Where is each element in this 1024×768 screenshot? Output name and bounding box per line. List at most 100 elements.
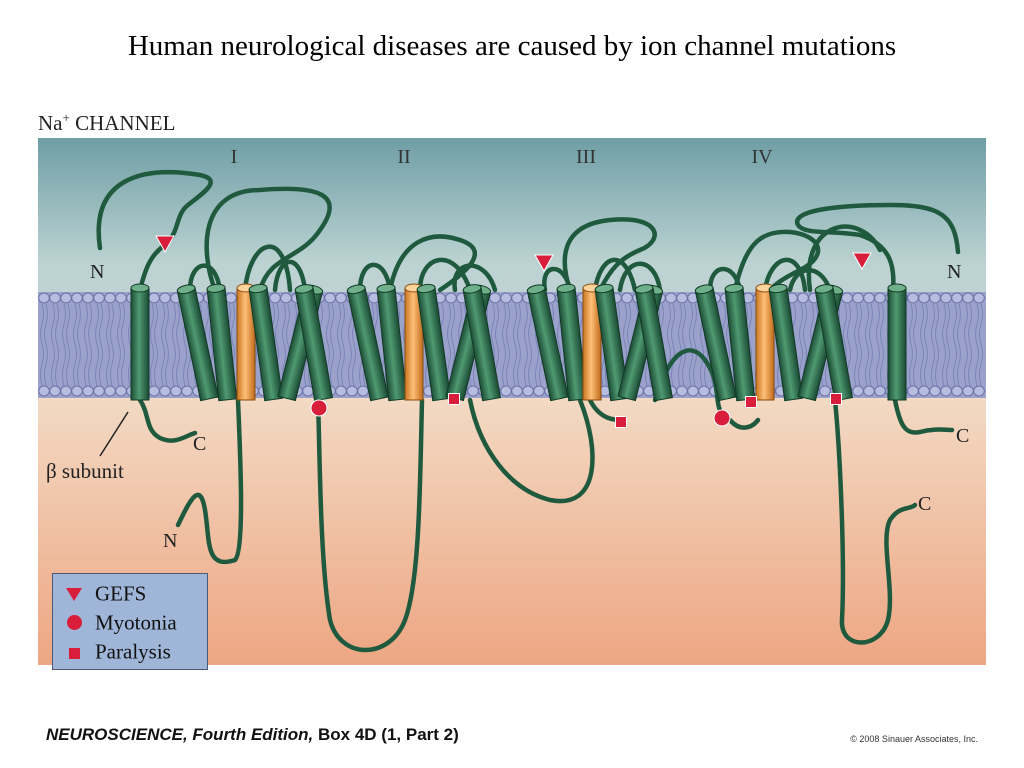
transmembrane-helix: [294, 284, 333, 402]
lipid-tail: [913, 303, 917, 387]
channel-label: Na+ CHANNEL: [38, 110, 175, 136]
domain-label-ii: II: [397, 146, 410, 168]
lipid-head: [324, 292, 336, 304]
lipid-head: [621, 292, 633, 304]
lipid-tail: [528, 303, 532, 387]
lipid-head: [676, 292, 688, 304]
lipid-head: [335, 385, 347, 397]
lipid-head: [874, 385, 886, 397]
transmembrane-helices: [130, 283, 907, 402]
legend-item-myotonia: Myotonia: [63, 609, 177, 636]
transmembrane-helix: [887, 283, 907, 401]
lipid-tail: [95, 303, 99, 387]
lipid-head: [82, 385, 94, 397]
lipid-head: [852, 385, 864, 397]
lipid-head: [49, 385, 61, 397]
lipid-head: [115, 385, 127, 397]
paralysis-marker: [830, 393, 842, 405]
lipid-head: [511, 385, 523, 397]
gefs-marker: [534, 254, 554, 273]
alpha-c-terminus: C: [918, 493, 931, 515]
paralysis-marker: [745, 396, 757, 408]
lipid-head: [60, 385, 72, 397]
lipid-tail: [671, 303, 675, 387]
lipid-tail: [964, 303, 968, 387]
lipid-tail: [55, 303, 59, 387]
lipid-tail: [865, 303, 869, 387]
lipid-head: [280, 292, 292, 304]
lipid-tail: [803, 303, 807, 387]
lipid-tail: [513, 303, 517, 387]
pore-helix: [236, 283, 256, 401]
lipid-tail: [172, 303, 176, 387]
lipid-tail: [51, 303, 55, 387]
lipid-tail: [282, 303, 286, 387]
lipid-head: [269, 292, 281, 304]
lipid-tail: [935, 303, 939, 387]
lipid-head: [302, 385, 314, 397]
circle-icon: [63, 611, 85, 636]
lipid-head: [819, 385, 831, 397]
lipid-head: [797, 292, 809, 304]
square-icon: [63, 640, 85, 665]
lipid-tail: [979, 303, 983, 387]
transmembrane-helix: [176, 284, 219, 402]
lipid-head: [38, 292, 50, 304]
lipid-head: [71, 292, 83, 304]
lipid-head: [159, 385, 171, 397]
lipid-head: [49, 292, 61, 304]
lipid-tail: [77, 303, 81, 387]
lipid-tail: [876, 303, 880, 387]
lipid-tail: [161, 303, 165, 387]
transmembrane-helix: [594, 283, 630, 402]
lipid-tail: [975, 303, 979, 387]
domain-label-iii: III: [576, 146, 596, 168]
lipid-head: [973, 385, 985, 397]
lipid-tail: [858, 303, 862, 387]
lipid-tail: [447, 303, 451, 387]
lipid-head: [104, 385, 116, 397]
lipid-tail: [62, 303, 66, 387]
lipid-head: [93, 292, 105, 304]
lipid-tail: [931, 303, 935, 387]
paralysis-marker: [448, 393, 460, 405]
lipid-head: [874, 292, 886, 304]
lipid-tail: [689, 303, 693, 387]
transmembrane-helix: [248, 283, 284, 402]
lipid-tail: [924, 303, 928, 387]
lipid-head: [962, 292, 974, 304]
lipid-tail: [154, 303, 158, 387]
right-c-terminus: C: [956, 425, 969, 447]
transmembrane-helix: [526, 284, 569, 402]
lipid-tail: [968, 303, 972, 387]
gefs-marker: [852, 252, 872, 271]
lipid-tail: [953, 303, 957, 387]
lipid-head: [93, 385, 105, 397]
footer-box: Box 4D (1, Part 2): [313, 725, 459, 744]
lipid-head: [533, 385, 545, 397]
myotonia-marker: [310, 399, 328, 417]
lipid-head: [38, 385, 50, 397]
lipid-head: [60, 292, 72, 304]
lipid-head: [973, 292, 985, 304]
domain-label-iv: IV: [751, 146, 773, 168]
lipid-head: [511, 292, 523, 304]
lipid-tail: [451, 303, 455, 387]
lipid-tail: [330, 303, 334, 387]
lipid-head: [918, 292, 930, 304]
lipid-head: [181, 385, 193, 397]
slide-title: Human neurological diseases are caused b…: [127, 30, 897, 62]
beta-c-terminus: C: [193, 433, 206, 455]
transmembrane-helix: [346, 284, 389, 402]
lipid-tail: [121, 303, 125, 387]
lipid-head: [170, 385, 182, 397]
lipid-head: [676, 385, 688, 397]
mutation-markers: [155, 235, 872, 428]
footer-book-title: NEUROSCIENCE,: [46, 725, 188, 744]
lipid-head: [489, 292, 501, 304]
lipid-tail: [909, 303, 913, 387]
lipid-tail: [348, 303, 352, 387]
lipid-head: [159, 292, 171, 304]
alpha-n-terminus: N: [163, 530, 177, 552]
domain-label-i: I: [231, 146, 238, 168]
